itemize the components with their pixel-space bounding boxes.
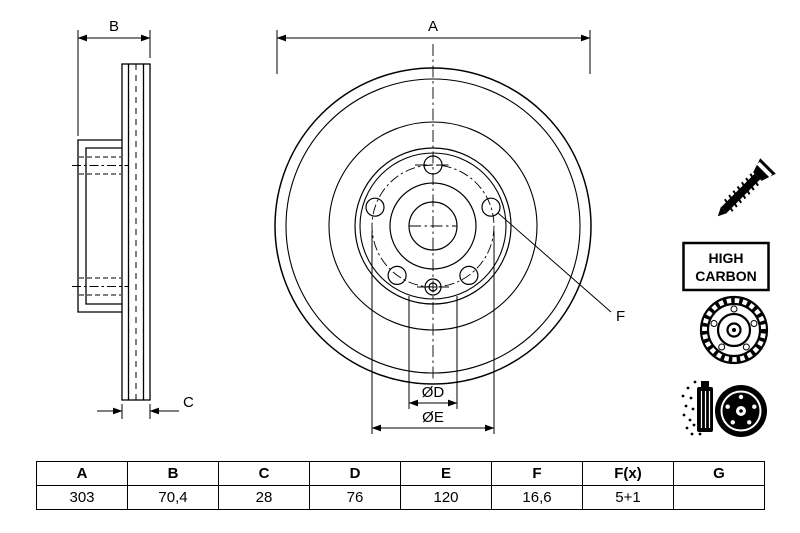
- brake-disc-icon: [699, 295, 769, 365]
- dim-b-label: B: [109, 18, 119, 35]
- table-header-b: B: [127, 461, 219, 486]
- table-header-e: E: [400, 461, 492, 486]
- table-value-e: 120: [400, 485, 492, 510]
- table-header-g: G: [673, 461, 765, 486]
- table-header-row: A B C D E F F(x) G: [36, 461, 765, 486]
- hidden-hole-lines: [79, 156, 121, 296]
- hat-outline: [77, 139, 122, 313]
- table-header-fx: F(x): [582, 461, 674, 486]
- table-value-row: 303 70,4 28 76 120 16,6 5+1: [36, 485, 765, 510]
- spray-dots: [681, 380, 702, 436]
- dim-e: [371, 231, 495, 434]
- dim-e-label: ØE: [422, 409, 444, 426]
- dim-a-label: A: [428, 18, 438, 35]
- high-carbon-line1: HIGH: [709, 250, 744, 266]
- table-value-a: 303: [36, 485, 128, 510]
- table-value-d: 76: [309, 485, 401, 510]
- side-view: [72, 63, 151, 401]
- spray-can: [697, 381, 713, 432]
- table-value-g: [673, 485, 765, 510]
- dim-c: [97, 404, 179, 419]
- dimensions: [77, 30, 612, 434]
- brake-disc-drawing: A B C ØD ØE F HIGH CARBO: [72, 18, 776, 437]
- table-header-d: D: [309, 461, 401, 486]
- table-value-f: 16,6: [491, 485, 583, 510]
- dim-c-label: C: [183, 394, 194, 411]
- dim-b: [77, 30, 151, 136]
- dimension-table: A B C D E F F(x) G 303 70,4 28 76 120 16…: [36, 461, 765, 510]
- dim-f-label: F: [616, 308, 625, 325]
- table-value-fx: 5+1: [582, 485, 674, 510]
- dim-d-label: ØD: [422, 384, 445, 401]
- coating-spray-disc-icon: [681, 380, 767, 437]
- table-value-b: 70,4: [127, 485, 219, 510]
- front-view: [274, 44, 592, 385]
- high-carbon-badge: HIGH CARBON: [682, 241, 770, 292]
- table-header-c: C: [218, 461, 310, 486]
- centerlines: [409, 44, 457, 380]
- bolt-holes: [365, 155, 501, 285]
- table-header-f: F: [491, 461, 583, 486]
- high-carbon-line2: CARBON: [695, 268, 756, 284]
- dim-f-leader: [497, 212, 612, 313]
- dim-d: [408, 296, 458, 409]
- screw-icon: [717, 158, 776, 217]
- hole-centerlines: [72, 165, 128, 287]
- dim-a: [276, 30, 591, 74]
- table-header-a: A: [36, 461, 128, 486]
- table-value-c: 28: [218, 485, 310, 510]
- coated-disc: [715, 385, 767, 437]
